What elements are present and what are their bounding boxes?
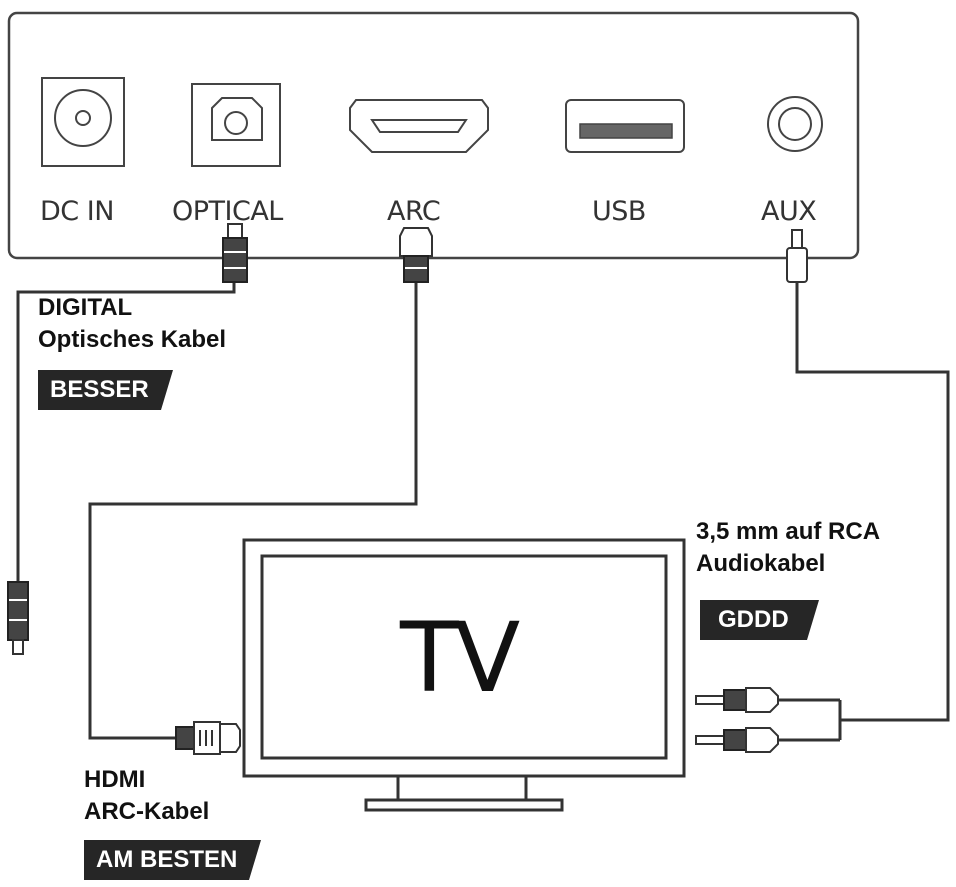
optical-plug-end xyxy=(7,581,29,655)
arc-label: ARC xyxy=(387,196,441,227)
optical-plug-top xyxy=(222,223,248,283)
dc-in-port xyxy=(41,77,125,167)
optical-cable-label: DIGITAL Optisches Kabel xyxy=(38,292,226,356)
hdmi-line1: HDMI xyxy=(84,766,146,793)
rca-line2: Audiokabel xyxy=(696,550,826,577)
arc-port xyxy=(349,99,489,153)
hdmi-plug-top xyxy=(399,227,433,283)
optical-port xyxy=(191,83,281,167)
hdmi-cable xyxy=(88,282,418,740)
hdmi-rating-badge: AM BESTEN xyxy=(84,840,262,880)
hdmi-line2: ARC-Kabel xyxy=(84,798,210,825)
rca-line1: 3,5 mm auf RCA xyxy=(696,518,881,545)
optical-line2: Optisches Kabel xyxy=(38,326,227,353)
tv-set xyxy=(242,538,686,812)
hdmi-cable-label: HDMI ARC-Kabel xyxy=(84,764,209,828)
rca-rating-badge: GDDD xyxy=(700,600,819,640)
aux-port xyxy=(767,96,823,152)
aux-plug-top xyxy=(786,229,808,283)
aux-label: AUX xyxy=(761,196,817,227)
optical-rating-badge: BESSER xyxy=(38,370,173,410)
optical-line1: DIGITAL xyxy=(38,294,133,321)
tv-label: TV xyxy=(400,602,520,714)
rca-plug-lower xyxy=(695,727,779,753)
rca-plug-upper xyxy=(695,687,779,713)
optical-cable xyxy=(16,282,236,582)
usb-port xyxy=(565,99,685,153)
rca-cable-label: 3,5 mm auf RCA Audiokabel xyxy=(696,516,880,580)
usb-label: USB xyxy=(592,196,646,227)
aux-cable xyxy=(778,282,950,742)
dc-in-label: DC IN xyxy=(40,196,114,227)
optical-label: OPTICAL xyxy=(172,196,283,227)
hdmi-plug-tv xyxy=(175,721,241,755)
